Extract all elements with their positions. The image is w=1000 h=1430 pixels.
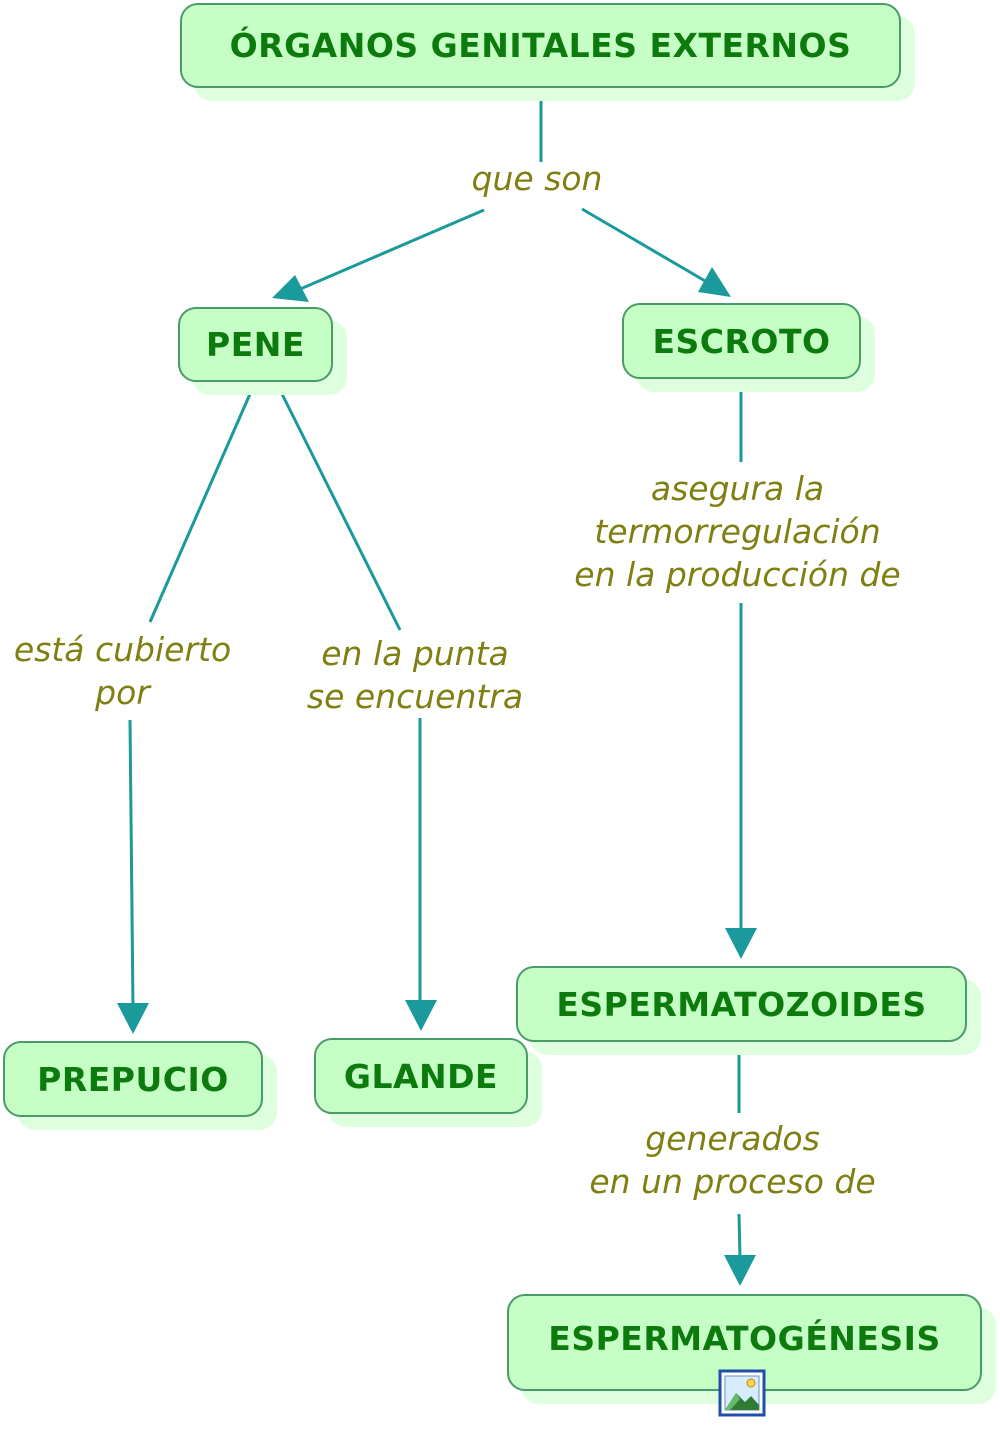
arrowhead-escroto <box>698 267 731 297</box>
link-phrase-que-son: que son <box>471 159 603 198</box>
link-que-son-to-pene <box>297 208 485 292</box>
image-attachment-icon[interactable] <box>718 1369 766 1417</box>
concept-escroto[interactable]: ESCROTO <box>622 303 861 379</box>
link-cubierto-to-prepucio <box>128 719 135 1009</box>
link-generados-to-espermatogenesis <box>737 1213 742 1259</box>
link-phrase-esta-cubierto-por: está cubierto por <box>13 630 232 712</box>
arrowhead-glande <box>405 1000 437 1031</box>
concept-pene[interactable]: PENE <box>178 307 333 382</box>
link-phrase-asegura-termorregulacion: asegura la termorregulación en la produc… <box>574 469 901 594</box>
link-pene-to-punta <box>280 393 402 631</box>
link-phrase-en-la-punta-se-encuentra: en la punta se encuentra <box>306 634 524 716</box>
concept-prepucio[interactable]: PREPUCIO <box>3 1041 263 1117</box>
concept-organos-genitales-externos[interactable]: ÓRGANOS GENITALES EXTERNOS <box>180 3 901 88</box>
arrowhead-espermatozoides <box>725 928 757 959</box>
link-pene-to-cubierto <box>148 393 252 623</box>
arrowhead-espermatogenesis <box>724 1255 756 1286</box>
concept-glande[interactable]: GLANDE <box>314 1038 528 1114</box>
arrowhead-prepucio <box>117 1003 149 1034</box>
link-que-son-to-escroto <box>581 207 713 287</box>
link-phrase-generados-en-un-proceso-de: generados en un proceso de <box>589 1119 876 1201</box>
concept-espermatozoides[interactable]: ESPERMATOZOIDES <box>516 966 967 1042</box>
arrowhead-pene <box>272 275 309 302</box>
